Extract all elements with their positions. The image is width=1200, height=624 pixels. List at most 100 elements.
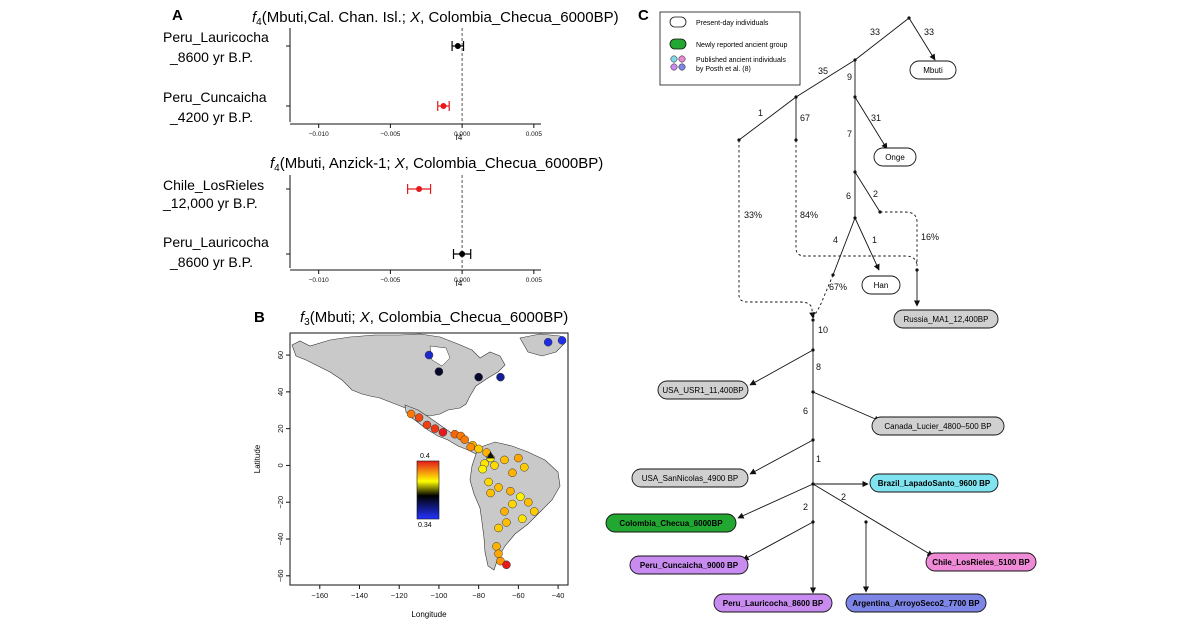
legend-label: Present-day individuals bbox=[696, 20, 769, 27]
edge-label: 2 bbox=[841, 492, 846, 502]
sample-point bbox=[520, 463, 529, 472]
y-tick-label: −40 bbox=[276, 533, 285, 546]
edge-label: 35 bbox=[818, 66, 828, 76]
edge-label: 6 bbox=[803, 406, 808, 416]
sample-point bbox=[414, 413, 424, 422]
sample-point bbox=[466, 442, 475, 452]
panel-b: B f3(Mbuti; X, Colombia_Checua_6000BP) −… bbox=[253, 309, 569, 619]
sample-point bbox=[484, 477, 493, 487]
x-tick-label: −0.005 bbox=[380, 131, 400, 138]
row-label-line1: Chile_LosRieles bbox=[163, 177, 264, 193]
tree-edges bbox=[737, 17, 936, 594]
panel-c-letter: C bbox=[638, 7, 649, 24]
edge-label: 1 bbox=[758, 108, 763, 118]
node-lauricocha bbox=[713, 593, 833, 613]
estimate-point bbox=[454, 43, 461, 49]
panel-a-top-title: f4(Mbuti,Cal. Chan. Isl.; X, Colombia_Ch… bbox=[252, 9, 619, 28]
y-tick-label: 60 bbox=[276, 351, 285, 359]
panel-a: A f4(Mbuti,Cal. Chan. Isl.; X, Colombia_… bbox=[162, 7, 619, 288]
sample-point bbox=[474, 372, 483, 382]
estimate-point bbox=[459, 251, 466, 257]
node-label: USA_SanNicolas_4900 BP bbox=[642, 474, 739, 483]
greenland-landmass bbox=[519, 333, 567, 357]
legend-label: Published ancient individuals bbox=[696, 57, 786, 64]
x-tick-label: −60 bbox=[512, 591, 525, 600]
node-label: Colombia_Checua_6000BP bbox=[619, 519, 723, 528]
node-label: Chile_LosRieles_5100 BP bbox=[932, 558, 1030, 567]
x-tick-label: −80 bbox=[472, 591, 485, 600]
x-tick-label: 0.005 bbox=[526, 131, 543, 138]
node-label: Peru_Cuncaicha_9000 BP bbox=[640, 561, 739, 570]
sample-point bbox=[486, 488, 495, 498]
edge-label: 9 bbox=[847, 72, 852, 82]
node-label: Han bbox=[874, 281, 889, 290]
y-axis-label: Latitude bbox=[253, 444, 262, 473]
sample-point bbox=[494, 549, 503, 558]
edge-label: 67% bbox=[829, 282, 847, 292]
legend-swatch-pink bbox=[678, 55, 686, 63]
edge-labels: 33 33 35 9 1 67 7 31 33% 84% 6 2 16% 4 1… bbox=[744, 27, 939, 512]
sample-point bbox=[460, 435, 469, 444]
x-axis-label: Longitude bbox=[411, 610, 447, 619]
x-tick-label: −140 bbox=[351, 591, 368, 600]
edge-label: 4 bbox=[833, 235, 838, 245]
sample-point bbox=[557, 336, 567, 345]
sample-point bbox=[502, 560, 511, 570]
panel-b-letter: B bbox=[254, 309, 265, 326]
node-label: Canada_Lucier_4800–500 BP bbox=[884, 422, 991, 431]
node-label: Mbuti bbox=[923, 66, 943, 75]
legend-label: by Posth et al. (8) bbox=[696, 66, 751, 73]
legend-swatch-present-day bbox=[669, 16, 687, 28]
admixture-edges bbox=[738, 140, 918, 319]
edge-label: 1 bbox=[872, 235, 877, 245]
node-lapado bbox=[869, 473, 999, 493]
sample-point bbox=[508, 499, 517, 509]
sample-point bbox=[430, 424, 440, 433]
y-tick-label: 0 bbox=[276, 463, 285, 467]
sample-point bbox=[490, 461, 499, 470]
panel-a-bottom-title: f4(Mbuti, Anzick-1; X, Colombia_Checua_6… bbox=[270, 155, 603, 174]
row-label-line1: Peru_Lauricocha bbox=[163, 29, 269, 45]
x-tick-label: −100 bbox=[430, 591, 447, 600]
panel-a-letter: A bbox=[172, 7, 183, 24]
map-points bbox=[406, 336, 567, 570]
node-onge bbox=[873, 147, 917, 167]
edge-label: 1 bbox=[816, 454, 821, 464]
sample-point bbox=[478, 464, 487, 474]
colorbar-max-label: 0.4 bbox=[420, 453, 430, 460]
edge-label: 7 bbox=[847, 129, 852, 139]
sample-point bbox=[529, 507, 539, 516]
node-cuncaicha bbox=[629, 555, 749, 575]
edge-label: 33 bbox=[924, 27, 934, 37]
legend-swatch-cyan bbox=[670, 55, 678, 63]
x-tick-label: −0.010 bbox=[309, 131, 329, 138]
edge-label: 6 bbox=[846, 191, 851, 201]
sample-point bbox=[508, 468, 517, 478]
edge-label: 2 bbox=[873, 189, 878, 199]
tree-node-dots bbox=[737, 16, 919, 524]
estimate-point bbox=[440, 103, 447, 109]
sample-point bbox=[424, 350, 434, 360]
edge-label: 8 bbox=[816, 362, 821, 372]
sample-point bbox=[496, 372, 505, 382]
edge-label: 84% bbox=[800, 210, 818, 220]
sample-point bbox=[518, 514, 527, 524]
estimate-point bbox=[416, 186, 423, 192]
sample-point bbox=[474, 444, 483, 454]
sample-point bbox=[543, 337, 553, 347]
sample-point bbox=[516, 492, 525, 501]
sample-point bbox=[524, 497, 533, 507]
row-label-line1: Peru_Cuncaicha bbox=[163, 89, 267, 105]
colorbar bbox=[416, 460, 440, 520]
node-checua bbox=[605, 513, 737, 533]
sample-point bbox=[506, 486, 515, 496]
edge-label: 2 bbox=[803, 502, 808, 512]
row-label-line2: _4200 yr B.P. bbox=[169, 109, 253, 125]
edge-label: 16% bbox=[921, 232, 939, 242]
x-tick-label: −120 bbox=[391, 591, 408, 600]
x-tick-label: −40 bbox=[552, 591, 565, 600]
x-tick-label: −160 bbox=[311, 591, 328, 600]
sample-point bbox=[494, 523, 503, 533]
